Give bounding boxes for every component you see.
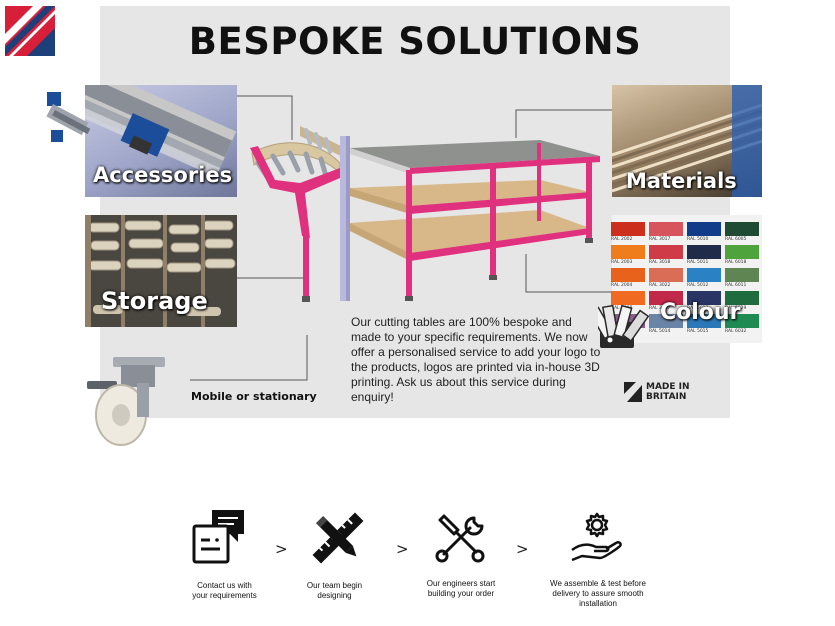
made-in-line: MADE IN xyxy=(646,382,690,392)
ral-swatch-chip xyxy=(649,291,683,305)
ral-swatch-chip xyxy=(649,222,683,236)
ral-swatch-chip xyxy=(725,268,759,282)
ral-swatch-code: RAL 3027 xyxy=(649,306,671,311)
category-label-accessories: Accessories xyxy=(93,163,233,187)
ral-swatch: RAL 5010 xyxy=(687,222,721,242)
ral-swatch-code: RAL 6018 xyxy=(725,260,747,265)
ral-swatch-chip xyxy=(611,291,645,305)
britain-line: BRITAIN xyxy=(646,392,687,402)
ral-swatch-code: RAL 2004 xyxy=(611,283,633,288)
ral-swatch-chip xyxy=(725,314,759,328)
ral-swatch-chip xyxy=(649,245,683,259)
ral-swatch-chip xyxy=(725,222,759,236)
step-caption-install: We assemble & test before delivery to as… xyxy=(550,579,646,608)
ral-swatch: RAL 5014 xyxy=(649,314,683,334)
ral-swatch-code: RAL 5011 xyxy=(687,260,709,265)
materials-photo: Materials xyxy=(612,85,762,197)
ral-swatch-code: RAL 5010 xyxy=(687,237,709,242)
ral-swatch-chip xyxy=(611,268,645,282)
ral-swatch: RAL 3017 xyxy=(649,222,683,242)
castor-wheel-image xyxy=(87,357,165,446)
step-caption-design: Our team begin designing xyxy=(306,581,363,600)
chat-form-icon xyxy=(192,510,244,564)
ral-swatch-chip xyxy=(687,245,721,259)
ral-swatch-chip xyxy=(687,291,721,305)
ral-swatch-code: RAL 6011 xyxy=(725,283,747,288)
step-arrow-1: > xyxy=(275,540,288,558)
ral-swatch-code: RAL 5015 xyxy=(687,329,709,334)
ral-swatch: RAL 5013 xyxy=(687,291,721,311)
category-label-colour: Colour xyxy=(660,300,741,325)
ral-swatch-chip xyxy=(687,268,721,282)
gear-hand-icon xyxy=(571,512,622,562)
step-arrow-3: > xyxy=(516,540,529,558)
ral-swatch: RAL 6011 xyxy=(725,268,759,288)
ral-swatch: RAL 6005 xyxy=(725,222,759,242)
ral-swatch-code: RAL 3018 xyxy=(649,260,671,265)
pencil-ruler-icon xyxy=(312,512,364,564)
ral-swatch-code: RAL 5014 xyxy=(649,329,671,334)
wrench-screwdriver-icon xyxy=(435,514,485,563)
ral-swatch-chip xyxy=(649,314,683,328)
ral-swatch: RAL 3027 xyxy=(649,291,683,311)
description-text: Our cutting tables are 100% bespoke and … xyxy=(351,315,601,404)
ral-swatch-code: RAL 5012 xyxy=(687,283,709,288)
ral-swatch: RAL 3022 xyxy=(649,268,683,288)
page-title: BESPOKE SOLUTIONS xyxy=(188,20,642,63)
ral-swatch-code: RAL 3022 xyxy=(649,283,671,288)
ral-swatch: RAL 6029 xyxy=(725,291,759,311)
step-arrow-2: > xyxy=(396,540,409,558)
ral-swatch: RAL 2004 xyxy=(611,268,645,288)
ral-swatch: RAL 5012 xyxy=(687,268,721,288)
ral-swatch: RAL 5011 xyxy=(687,245,721,265)
storage-photo: Storage xyxy=(85,215,237,327)
ral-swatch-chip xyxy=(725,245,759,259)
brand-logo xyxy=(5,6,55,56)
ral-swatch-code: RAL 6029 xyxy=(725,306,747,311)
ral-swatch: RAL 6032 xyxy=(725,314,759,334)
ral-swatch: RAL 5015 xyxy=(687,314,721,334)
ral-swatch: RAL 6018 xyxy=(725,245,759,265)
ral-swatch: RAL 3018 xyxy=(649,245,683,265)
ral-swatch: RAL 2003 xyxy=(611,245,645,265)
ral-swatch-code: RAL 5013 xyxy=(687,306,709,311)
ral-swatch-code: RAL 3017 xyxy=(649,237,671,242)
step-caption-build: Our engineers start building your order xyxy=(426,579,496,598)
colour-fan-icon xyxy=(598,304,650,348)
accessories-photo: Accessories xyxy=(85,85,237,197)
cutting-table-illustration xyxy=(250,126,600,302)
ral-swatch-code: RAL 6032 xyxy=(725,329,747,334)
accessories-clamp-icon xyxy=(46,92,90,142)
step-caption-contact: Contact us with your requirements xyxy=(192,581,257,600)
ral-swatch-chip xyxy=(687,314,721,328)
ral-swatch-chip xyxy=(611,222,645,236)
ral-swatch-code: RAL 2002 xyxy=(611,237,633,242)
ral-swatch-code: RAL 6005 xyxy=(725,237,747,242)
ral-swatch-chip xyxy=(687,222,721,236)
ral-swatch-chip xyxy=(611,245,645,259)
ral-swatch-chip xyxy=(649,268,683,282)
ral-swatch-code: RAL 2003 xyxy=(611,260,633,265)
category-label-storage: Storage xyxy=(101,287,208,315)
ral-swatch: RAL 2002 xyxy=(611,222,645,242)
category-label-materials: Materials xyxy=(626,169,737,193)
made-in-britain-icon xyxy=(624,382,642,402)
mobile-stationary-caption: Mobile or stationary xyxy=(191,390,317,403)
ral-swatch-chip xyxy=(725,291,759,305)
